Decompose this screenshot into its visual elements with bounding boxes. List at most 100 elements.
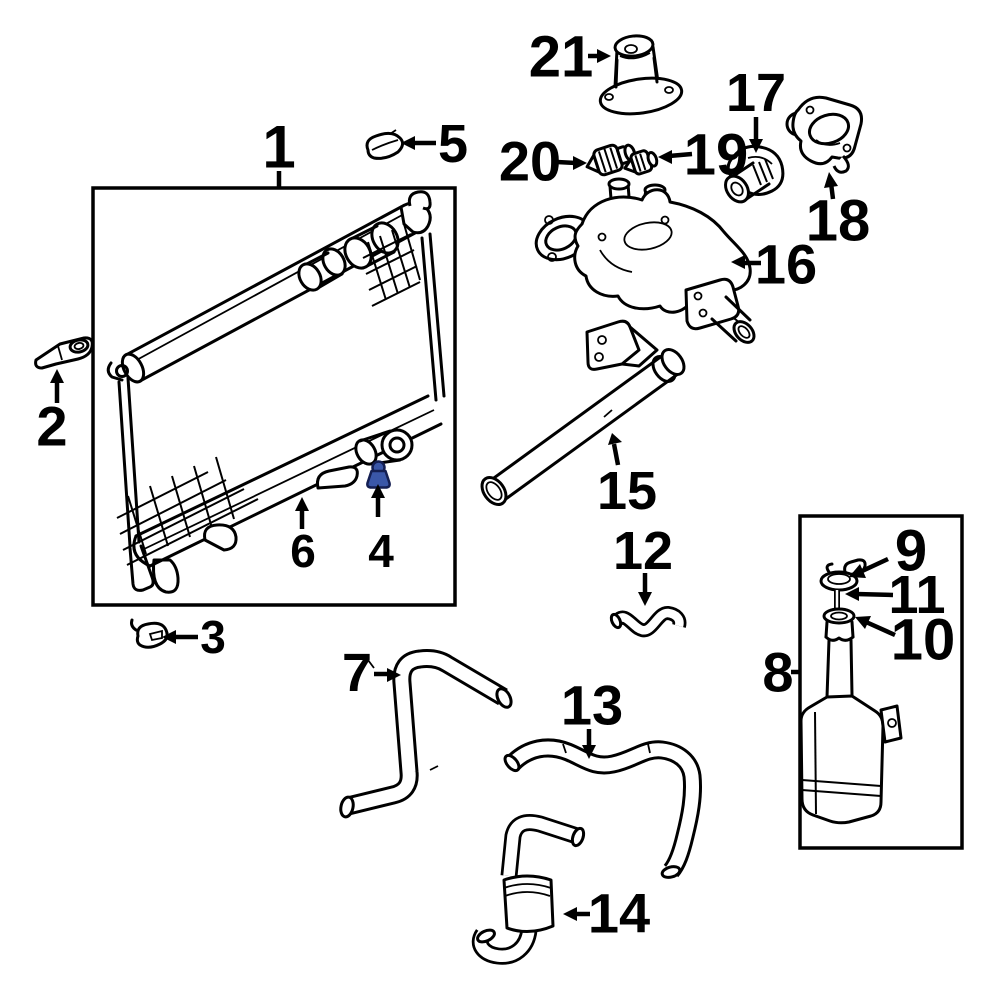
arrowhead-11 [845,587,859,601]
hose-end [609,612,623,630]
hose-inner [613,608,684,635]
bracket-eye-hole [73,342,85,350]
neck-sides-lower [614,56,659,89]
sensor-end [646,151,659,168]
flange-hole-right [664,86,674,94]
cap-fold [371,139,399,151]
arrowhead-18 [824,172,838,188]
arrowhead-10 [855,616,871,629]
arrowhead-4 [371,484,385,498]
hose-ticks [562,743,651,754]
part-13-hose-drawing[interactable] [502,738,702,879]
hose-end-right [660,865,682,879]
arrowhead-7 [387,668,401,682]
part-21-filler-neck-drawing[interactable] [598,34,684,118]
cover-opening [807,112,851,146]
part-label-20[interactable]: 20 [499,130,561,193]
part-label-18[interactable]: 18 [806,189,871,254]
flange-ear-1 [544,215,554,225]
hose-end-right [495,687,513,709]
arrowhead-15 [608,433,622,445]
part-label-16[interactable]: 16 [755,233,817,296]
mount-foot-2 [152,558,180,594]
neck-a-near [297,262,323,292]
arrow-20 [556,159,577,166]
bottom-tank-left-end [132,534,152,568]
part-12-hose-drawing[interactable] [609,606,687,638]
clip-slot [148,629,163,642]
cap-inner [827,573,851,585]
core-right-edge [420,232,446,402]
part-15-pipe-drawing[interactable] [477,319,688,509]
clip-body [366,469,391,489]
part-4-highlighted-clip[interactable] [366,460,391,489]
reservoir-assembly-drawing[interactable] [798,514,964,850]
arrowhead-19 [658,150,672,164]
part-17-thermostat-drawing[interactable] [721,144,785,206]
bottle-facet [814,711,817,815]
stub-end-hole [737,325,751,339]
cap-outline [365,131,405,160]
part-label-2[interactable]: 2 [36,395,67,458]
thermostat-detail [747,155,773,165]
radiator-assembly-drawing[interactable] [91,186,457,607]
bottle-body [799,694,885,825]
part-label-15[interactable]: 15 [597,461,657,521]
part-18-cover-drawing[interactable] [785,95,863,174]
arrow-15 [611,443,621,466]
part-label-5[interactable]: 5 [438,114,468,174]
part-label-6[interactable]: 6 [290,525,316,577]
tank-left-mount [115,364,129,378]
tank-seam [132,213,405,363]
part-label-11[interactable]: 11 [888,565,945,625]
lower-flange-hole-1 [693,291,703,301]
part-label-10[interactable]: 10 [891,608,956,673]
part-label-8[interactable]: 8 [762,641,793,704]
part-20-sensor-drawing[interactable] [583,139,638,179]
pipe-bracket [585,319,641,371]
pipe-tick [603,409,613,418]
part-label-3[interactable]: 3 [200,611,226,663]
hose-inner [346,652,507,813]
part-14-hose-drawing[interactable] [471,814,586,965]
arrowhead-9 [849,564,866,578]
part-3-clip-drawing[interactable] [130,618,169,649]
part-19-sensor-drawing[interactable] [621,148,659,178]
part-2-bracket-drawing[interactable] [34,336,94,370]
cover-detail [815,139,841,146]
part-label-9[interactable]: 9 [895,519,927,584]
neck-b-near [343,236,373,270]
clip-tail [130,618,138,632]
tank-top-edge [124,205,403,357]
arrow-11 [855,591,894,598]
part-label-13[interactable]: 13 [561,674,623,737]
part-16-water-outlet-drawing[interactable] [529,177,758,346]
part-label-4[interactable]: 4 [368,525,394,577]
part-label-12[interactable]: 12 [613,521,673,581]
cover-tab [832,154,850,174]
hose-inner [508,741,699,876]
lower-mount-bump [203,523,238,552]
part-label-17[interactable]: 17 [726,63,786,123]
mount-foot-1 [128,544,155,592]
arrowhead-16 [731,255,745,269]
bracket-eye [68,338,90,354]
fitting-ring-outer [380,428,414,462]
part-5-cap-drawing[interactable] [365,129,405,160]
part-label-14[interactable]: 14 [588,882,650,945]
part-7-hose-drawing[interactable] [339,649,514,819]
arrowhead-6 [295,497,309,511]
ring-inner [830,611,848,621]
part-label-19[interactable]: 19 [684,123,749,188]
ring-outer [822,607,856,625]
arrowhead-20 [573,156,587,170]
part-label-21[interactable]: 21 [529,25,594,90]
housing-stub-pipe [710,295,752,343]
part-label-1[interactable]: 1 [262,114,295,181]
arrowhead-21 [597,49,611,63]
core-left-edge [117,376,141,548]
hose-sleeve [502,874,555,933]
part-label-7[interactable]: 7 [342,643,372,703]
cap-notch [389,129,397,135]
